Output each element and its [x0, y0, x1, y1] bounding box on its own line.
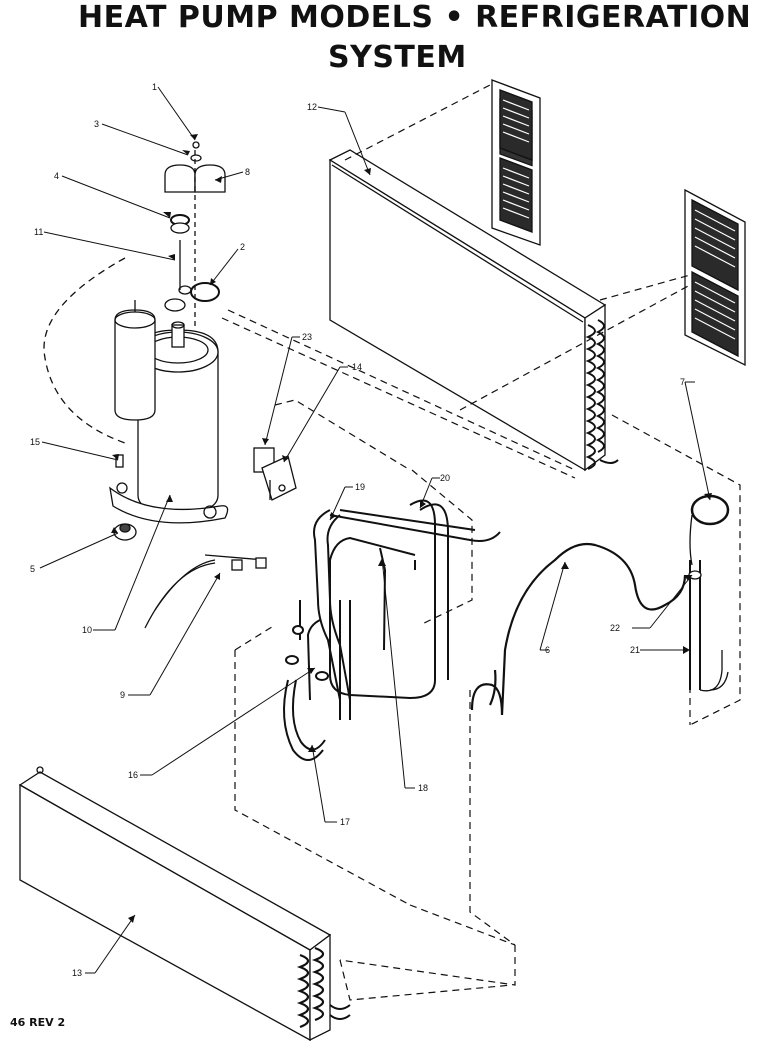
evaporator-coil: [18, 766, 351, 1042]
reversing-valve-solenoid: [253, 447, 297, 501]
wire-harness: [144, 554, 267, 629]
part-15-screw: [115, 454, 124, 468]
callout-1: 1: [152, 82, 157, 92]
callout-12: 12: [307, 102, 317, 112]
compressor: [109, 321, 229, 524]
callout-10: 10: [82, 625, 92, 635]
piping-assembly: [283, 499, 501, 761]
callout-5: 5: [30, 564, 35, 574]
callout-23: 23: [302, 332, 312, 342]
callout-18: 18: [418, 783, 428, 793]
callout-16: 16: [128, 770, 138, 780]
callout-2: 2: [240, 242, 245, 252]
grille-panel-upper: [491, 79, 541, 246]
callout-8: 8: [245, 167, 250, 177]
title-line-1: HEAT PUMP MODELS • REFRIGERATION: [78, 0, 752, 35]
callout-9: 9: [120, 690, 125, 700]
filter-drier: [688, 494, 730, 692]
callout-17: 17: [340, 817, 350, 827]
grille-panel-right: [684, 188, 746, 367]
callout-14: 14: [352, 362, 362, 372]
title-line-2: SYSTEM: [328, 40, 467, 75]
revision-note: 46 REV 2: [10, 1016, 66, 1029]
capillary-tube: [470, 542, 687, 716]
callout-20: 20: [440, 473, 450, 483]
callout-11: 11: [34, 227, 43, 237]
callout-13: 13: [72, 968, 82, 978]
callout-22: 22: [610, 623, 620, 633]
callout-6: 6: [545, 645, 550, 655]
valve-assembly: [164, 141, 226, 330]
callout-3: 3: [94, 119, 99, 129]
callout-7: 7: [680, 377, 685, 387]
callout-19: 19: [355, 482, 365, 492]
callout-15: 15: [30, 437, 40, 447]
callout-4: 4: [54, 171, 59, 181]
condenser-coil: [328, 149, 619, 472]
accumulator: [114, 300, 156, 421]
callout-21: 21: [630, 645, 640, 655]
